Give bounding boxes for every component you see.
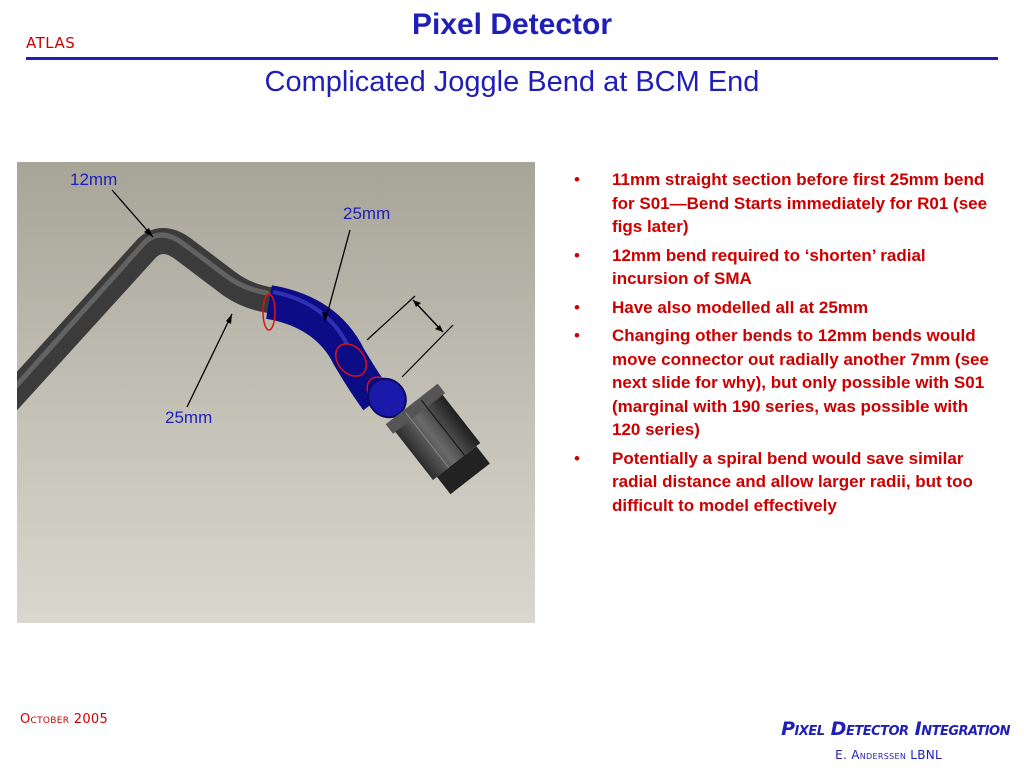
footer-integration-logo: Pixel Detector Integration	[781, 718, 1010, 740]
bullet-text: Have also modelled all at 25mm	[612, 297, 869, 317]
dimension-extension-1	[366, 295, 416, 341]
bend-start-ring	[262, 293, 276, 331]
bend-render-svg	[17, 162, 535, 623]
bullet-item: • Have also modelled all at 25mm	[572, 296, 992, 320]
bullet-text: Changing other bends to 12mm bends would…	[612, 326, 989, 439]
figure-background	[17, 162, 535, 623]
bullet-glyph: •	[574, 245, 580, 265]
label-25mm-lower: 25mm	[165, 408, 213, 427]
bullet-text: Potentially a spiral bend would save sim…	[612, 448, 973, 515]
lower-bend-leader	[186, 313, 233, 408]
grey-cable-highlight	[17, 232, 270, 389]
label-12mm: 12mm	[70, 170, 118, 189]
atlas-logo: ATLAS	[26, 34, 76, 52]
bullet-item: • Potentially a spiral bend would save si…	[572, 447, 992, 518]
bullet-glyph: •	[574, 448, 580, 468]
slide-title: Pixel Detector	[411, 8, 613, 41]
footer-author: E. Anderssen LBNL	[835, 748, 942, 762]
bullet-item: • 11mm straight section before first 25mm…	[572, 168, 992, 239]
dimension-arrowhead-1	[413, 300, 421, 307]
bullet-glyph: •	[574, 297, 580, 317]
upper-right-bend-arrowhead	[322, 312, 328, 322]
lower-bend-arrowhead	[226, 314, 232, 324]
bullet-list: • 11mm straight section before first 25mm…	[572, 168, 992, 522]
header-divider	[26, 57, 998, 60]
bullet-glyph: •	[574, 170, 580, 189]
bullet-item: • Changing other bends to 12mm bends woul…	[572, 324, 992, 442]
joggle-bend-figure: 12mm 25mm 25mm	[17, 162, 535, 623]
bullet-glyph: •	[574, 326, 580, 345]
sma-connector	[385, 383, 490, 495]
upper-right-bend-leader	[324, 229, 351, 323]
dimension-extension-2	[401, 324, 454, 378]
bullet-text: 11mm straight section before first 25mm …	[612, 170, 988, 236]
top-bend-leader	[111, 189, 154, 238]
footer-date: October 2005	[20, 712, 109, 727]
slide-subtitle: Complicated Joggle Bend at BCM End	[264, 66, 760, 98]
grey-cable	[17, 228, 282, 411]
bullet-text: 12mm bend required to ‘shorten’ radial i…	[612, 245, 926, 289]
top-bend-arrowhead	[144, 228, 153, 237]
bullet-item: • 12mm bend required to ‘shorten’ radial …	[572, 244, 992, 291]
bend-mid-ring	[334, 343, 368, 377]
dimension-arrowhead-2	[435, 325, 443, 332]
blue-bend-highlight	[272, 290, 349, 345]
label-25mm-upper: 25mm	[343, 204, 391, 223]
